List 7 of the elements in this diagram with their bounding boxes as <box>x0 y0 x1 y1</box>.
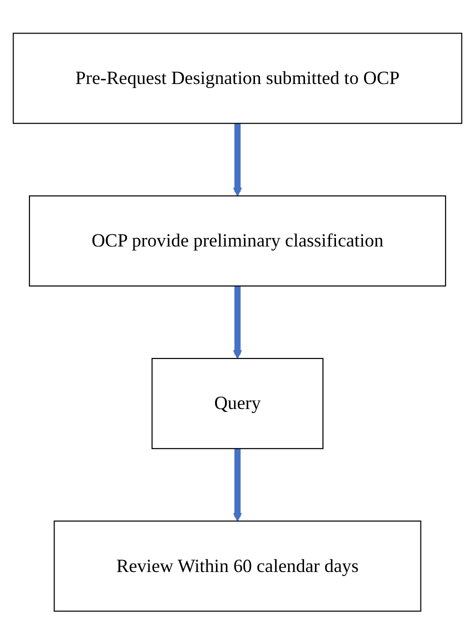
arrow <box>232 448 242 522</box>
node-box: Pre-Request Designation submitted to OCP <box>12 32 462 124</box>
node-box: Review Within 60 calendar days <box>54 520 422 612</box>
node-box: OCP provide preliminary classification <box>28 195 446 286</box>
arrow <box>232 286 242 359</box>
node-box: Query <box>152 358 324 449</box>
arrow <box>232 123 242 196</box>
